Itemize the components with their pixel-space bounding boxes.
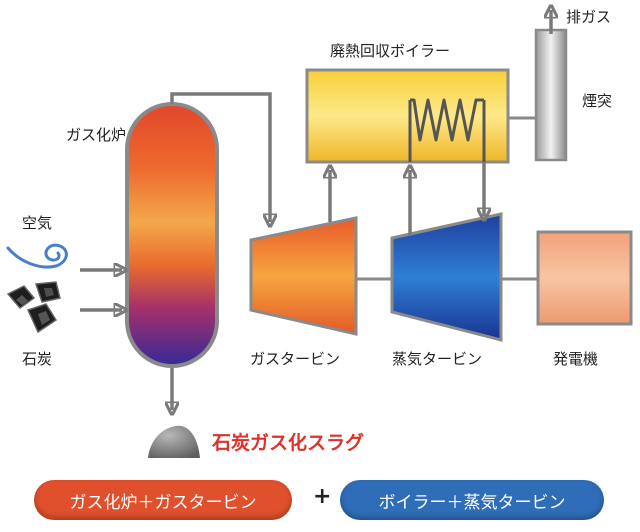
- gas-turbine: [249, 216, 358, 336]
- coal-label: 石炭: [22, 350, 53, 368]
- air-icon: [6, 243, 68, 269]
- generator: [536, 230, 633, 326]
- steam-turbine: [390, 212, 503, 342]
- air-label: 空気: [22, 214, 53, 232]
- syngas-pipe-arrow: [170, 92, 270, 222]
- generator-label: 発電機: [553, 350, 599, 368]
- coal-icon: [6, 281, 61, 334]
- gasifier-gas-turbine-pill: ガス化炉＋ガスタービン: [34, 480, 292, 520]
- boiler-coil: [410, 98, 484, 142]
- plus-sign: +: [313, 484, 332, 509]
- steam-turbine-label: 蒸気タービン: [392, 350, 483, 368]
- stack-label: 煙突: [582, 92, 613, 110]
- hrsg-label: 廃熱回収ボイラー: [330, 42, 451, 60]
- gasifier-vessel: [125, 102, 219, 368]
- slag-pile-icon: [148, 425, 200, 458]
- gasifier-label: ガス化炉: [66, 126, 127, 144]
- heat-recovery-boiler: [305, 68, 510, 164]
- stack: [534, 28, 568, 162]
- boiler-steam-turbine-pill: ボイラー＋蒸気タービン: [340, 480, 604, 520]
- gas-turbine-label: ガスタービン: [250, 350, 341, 368]
- exhaust-label: 排ガス: [566, 8, 612, 26]
- slag-label: 石炭ガス化スラグ: [212, 432, 365, 454]
